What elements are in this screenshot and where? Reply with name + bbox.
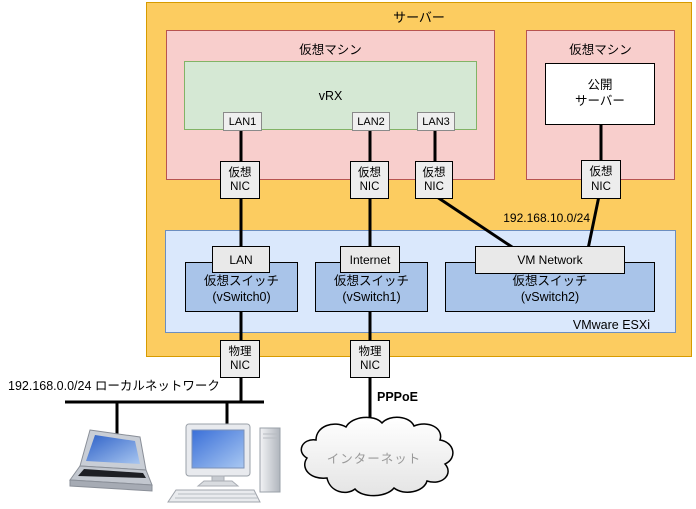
physical-nic-lan: 物理 NIC [220, 340, 260, 378]
vrx-port-lan3: LAN3 [417, 112, 455, 131]
virtual-nic-label: 仮想 NIC [589, 166, 613, 193]
portgroup-internet: Internet [340, 246, 400, 273]
vm-right-title: 仮想マシン [569, 43, 632, 57]
desktop-icon [167, 423, 281, 503]
internet-cloud-label: インターネット [326, 452, 422, 466]
virtual-nic-lan1: 仮想 NIC [220, 161, 260, 199]
virtual-nic-public-server: 仮想 NIC [581, 160, 621, 199]
lan2-label: LAN2 [357, 115, 385, 128]
server-title: サーバー [393, 10, 445, 25]
portgroup-vm-network-label: VM Network [517, 253, 583, 267]
portgroup-vm-network: VM Network [475, 246, 625, 274]
laptop-icon [69, 429, 153, 492]
vswitch2-label: 仮想スイッチ (vSwitch2) [512, 274, 588, 305]
physical-nic-internet: 物理 NIC [350, 340, 390, 378]
portgroup-lan: LAN [212, 246, 270, 273]
lan3-label: LAN3 [422, 115, 450, 128]
portgroup-lan-label: LAN [229, 252, 253, 267]
portgroup-internet-label: Internet [349, 252, 391, 267]
physical-nic-label: 物理 NIC [358, 345, 382, 372]
vm-left-title: 仮想マシン [299, 43, 362, 57]
virtual-nic-lan2: 仮想 NIC [350, 161, 389, 199]
vrx-label: vRX [318, 88, 343, 103]
virtual-nic-label: 仮想 NIC [228, 166, 252, 193]
pppoe-label: PPPoE [377, 390, 418, 404]
public-server-box: 公開 サーバー [545, 63, 655, 125]
vswitch1-label: 仮想スイッチ (vSwitch1) [333, 274, 409, 305]
vswitch0-label: 仮想スイッチ (vSwitch0) [203, 274, 279, 305]
subnet-label: 192.168.10.0/24 [503, 211, 590, 225]
local-network-label: 192.168.0.0/24 ローカルネットワーク [8, 379, 220, 393]
esxi-label: VMware ESXi [572, 318, 650, 332]
vrx-port-lan1: LAN1 [223, 112, 262, 131]
lan1-label: LAN1 [228, 115, 257, 128]
virtual-nic-label: 仮想 NIC [422, 166, 446, 193]
physical-nic-label: 物理 NIC [228, 345, 252, 372]
virtual-nic-label: 仮想 NIC [358, 166, 381, 193]
public-server-label: 公開 サーバー [575, 78, 625, 108]
virtual-nic-lan3: 仮想 NIC [415, 161, 453, 199]
internet-cloud-icon [300, 416, 454, 497]
vrx-port-lan2: LAN2 [352, 112, 390, 131]
